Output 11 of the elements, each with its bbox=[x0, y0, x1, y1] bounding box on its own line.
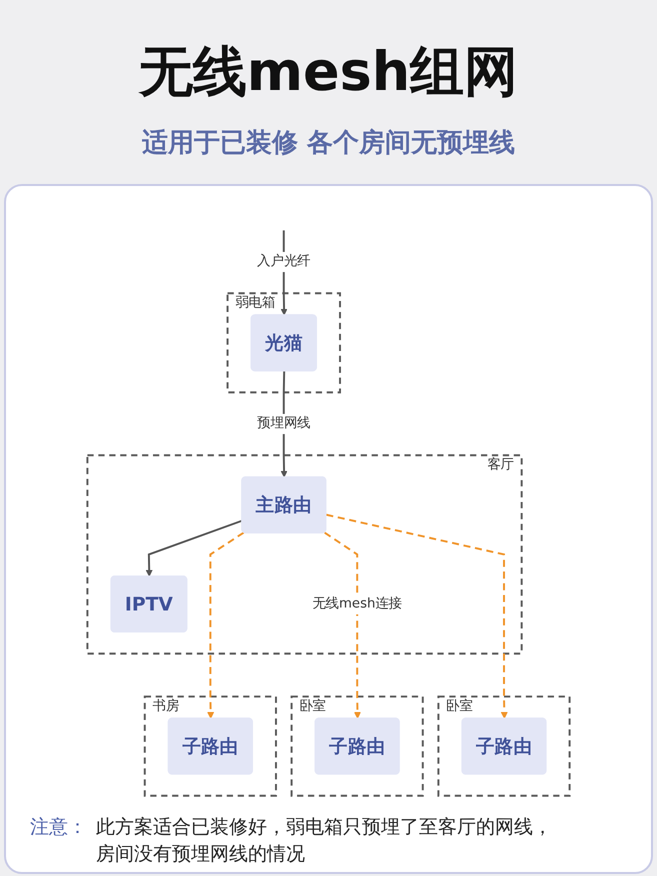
subtitle: 适用于已装修 各个房间无预埋线 bbox=[140, 127, 516, 160]
edge-label: 入户光纤 bbox=[257, 253, 310, 270]
arrow bbox=[324, 532, 361, 719]
arrow bbox=[146, 520, 242, 577]
edge-label: 无线mesh连接 bbox=[312, 596, 402, 612]
note-heading: 注意： bbox=[30, 815, 87, 840]
arrow bbox=[207, 532, 244, 719]
arrow bbox=[326, 514, 508, 719]
note-text: 此方案适合已装修好，弱电箱只预埋了至客厅的网线，房间没有预埋网线的情况 bbox=[96, 815, 553, 867]
title: 无线mesh组网 bbox=[138, 40, 520, 104]
edge-label: 预埋网线 bbox=[257, 415, 310, 432]
